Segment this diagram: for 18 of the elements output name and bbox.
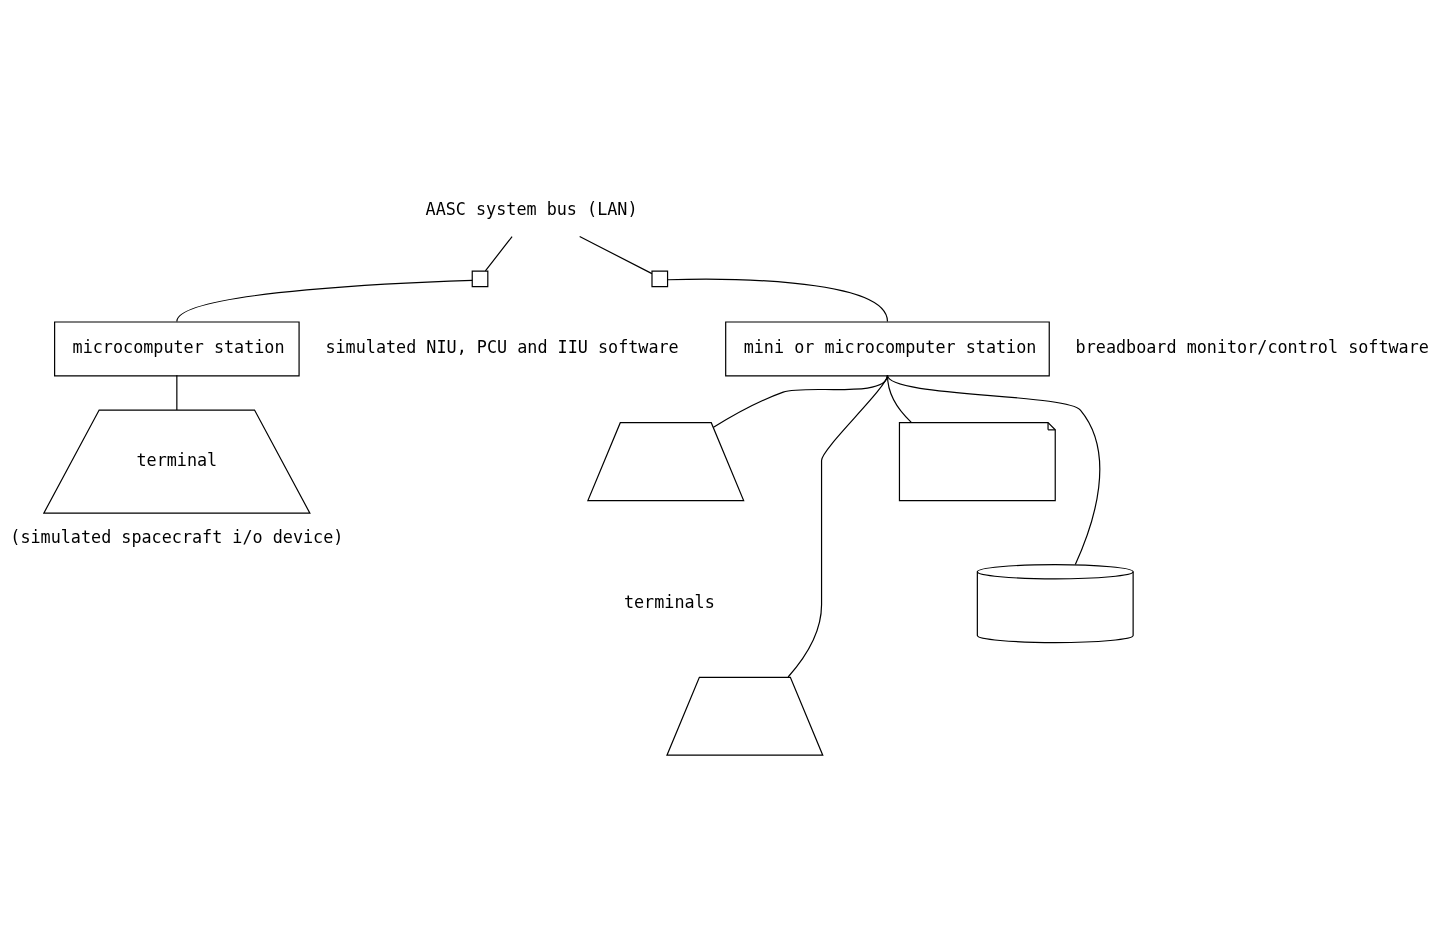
node-box [651,269,669,287]
label: terminals [623,591,715,612]
node-box [471,269,489,287]
node-label: breadboard monitor/control software [1075,336,1429,357]
node-label: (simulated spacecraft i/o device) [10,526,344,547]
connector [176,374,178,411]
connector [667,278,889,322]
node-trapezoid [587,421,745,501]
connector [176,279,473,322]
node-box: mini or microcomputer station [725,320,1050,377]
node-box: microcomputer station [54,320,300,377]
connector [787,374,889,678]
connector [886,374,1101,565]
connector [484,235,513,271]
connector [579,235,653,274]
node-text: AASC system bus (LAN) [425,198,638,219]
node-trapezoid [666,676,824,756]
node-label: simulated NIU, PCU and IIU software [325,336,679,357]
